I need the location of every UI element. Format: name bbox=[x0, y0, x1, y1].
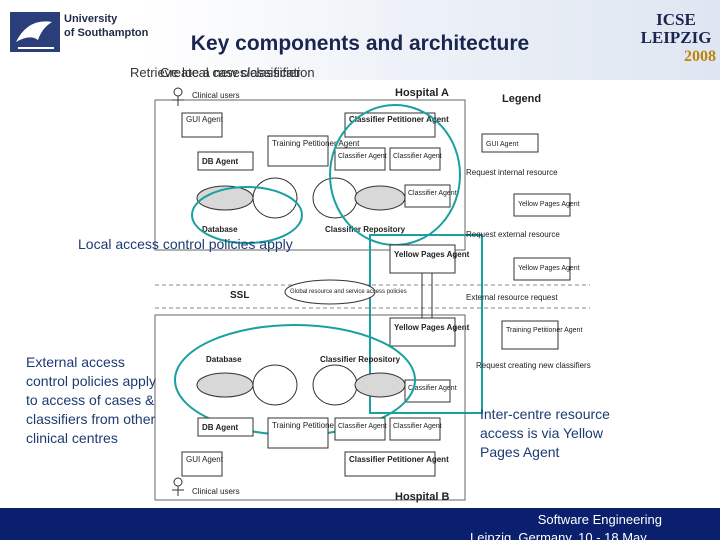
university-line1: University bbox=[64, 13, 118, 25]
footer-subtext: Leipzig, Germany, 10 - 18 May bbox=[470, 530, 647, 545]
architecture-diagram: Hospital A Clinical users GUI Agent Clas… bbox=[154, 87, 590, 503]
legend-item-7: Training Petitioner Agent bbox=[506, 327, 582, 334]
classifier-agent-b3-label: Classifier Agent bbox=[408, 385, 457, 392]
db-agent-a-box bbox=[197, 151, 254, 171]
conference-logo: ICSE LEIPZIG 2008 bbox=[636, 10, 716, 72]
university-name: University of Southampton bbox=[64, 12, 148, 40]
classifier-agent-b2-box bbox=[389, 417, 441, 441]
classifier-petitioner-b-label: Classifier Petitioner Agent bbox=[349, 455, 449, 464]
database-b-label: Database bbox=[206, 355, 242, 364]
legend-item-1: GUI Agent bbox=[486, 141, 518, 148]
ssl-label: SSL bbox=[230, 290, 249, 301]
classifier-agent-b3-box bbox=[404, 379, 451, 403]
local-data-policy-b-icon bbox=[252, 364, 298, 406]
training-petitioner-a-box bbox=[267, 135, 329, 167]
legend-item-5: Yellow Pages Agent bbox=[518, 265, 580, 272]
classifier-agent-b1-box bbox=[334, 417, 386, 441]
yellow-pages-a-box bbox=[389, 244, 456, 274]
db-agent-b-box bbox=[197, 417, 254, 437]
university-line2: of Southampton bbox=[64, 27, 149, 39]
training-petitioner-b-label: Training Petitioner Agent bbox=[272, 421, 360, 430]
conference-city: LEIPZIG bbox=[640, 28, 712, 47]
database-b-icon bbox=[196, 372, 254, 398]
clinical-users-b-icon bbox=[172, 477, 184, 496]
classifier-petitioner-b-box bbox=[344, 451, 436, 477]
legend: Legend GUI Agent Request internal resour… bbox=[466, 93, 592, 370]
classifier-agent-a2-label: Classifier Agent bbox=[393, 153, 442, 160]
highlight-ellipse-1 bbox=[191, 186, 303, 244]
caption-create: Create a new classification bbox=[160, 65, 315, 80]
db-agent-b-label: DB Agent bbox=[202, 423, 238, 432]
legend-gui-box bbox=[481, 133, 539, 153]
training-petitioner-a-label: Training Petitioner Agent bbox=[272, 139, 360, 148]
callout-external-policies: External access control policies apply t… bbox=[26, 354, 156, 446]
hospital-a-box bbox=[154, 99, 466, 251]
legend-item-6: External resource request bbox=[466, 293, 558, 302]
gui-agent-a-box bbox=[181, 112, 223, 138]
yellow-pages-a-label: Yellow Pages Agent bbox=[394, 250, 470, 259]
footer-bar bbox=[0, 508, 720, 540]
clinical-users-a-label: Clinical users bbox=[192, 91, 240, 100]
hospital-b-label: Hospital B bbox=[395, 491, 449, 503]
conference-year: 2008 bbox=[684, 48, 716, 65]
conference-name: ICSE bbox=[656, 10, 696, 29]
dolphin-logo-icon bbox=[10, 12, 60, 52]
yellow-pages-b-label: Yellow Pages Agent bbox=[394, 323, 470, 332]
classifier-agent-a1-box bbox=[334, 147, 386, 171]
page-title: Key components and architecture bbox=[190, 32, 530, 55]
clinical-users-a-icon bbox=[172, 87, 184, 106]
hospital-b-box bbox=[154, 314, 466, 501]
database-a-label: Database bbox=[202, 225, 238, 234]
gui-agent-a-label: GUI Agent bbox=[186, 115, 224, 124]
global-policies-icon bbox=[284, 279, 376, 305]
legend-item-4: Request external resource bbox=[466, 230, 560, 239]
legend-item-2: Request internal resource bbox=[466, 168, 558, 177]
classifier-repository-a-label: Classifier Repository bbox=[325, 225, 406, 234]
db-agent-a-label: DB Agent bbox=[202, 157, 238, 166]
callout-local-policies: Local access control policies apply bbox=[78, 236, 293, 252]
training-petitioner-b-box bbox=[267, 417, 329, 449]
classifier-agent-b2-label: Classifier Agent bbox=[393, 423, 442, 430]
classifier-agent-b1-label: Classifier Agent bbox=[338, 423, 387, 430]
legend-yp2-box bbox=[513, 257, 571, 281]
clinical-users-b-label: Clinical users bbox=[192, 487, 240, 496]
classifier-repository-b-label: Classifier Repository bbox=[320, 355, 401, 364]
callout-inter-centre: Inter-centre resource access is via Yell… bbox=[480, 406, 610, 460]
legend-item-3: Yellow Pages Agent bbox=[518, 201, 580, 208]
local-classifier-policy-b-icon bbox=[312, 364, 358, 406]
legend-item-8: Request creating new classifiers using d… bbox=[476, 361, 592, 370]
footer-text: Software Engineering bbox=[537, 512, 662, 527]
classifier-repository-a-icon bbox=[354, 185, 406, 211]
classifier-petitioner-a-label: Classifier Petitioner Agent bbox=[349, 115, 449, 124]
legend-yp1-box bbox=[513, 193, 571, 217]
classifier-agent-a2-box bbox=[389, 147, 441, 171]
gui-agent-b-box bbox=[181, 451, 223, 477]
hospital-a-label: Hospital A bbox=[395, 87, 449, 99]
local-classifier-policy-a-icon bbox=[312, 177, 358, 219]
legend-tp-box bbox=[501, 320, 559, 350]
classifier-agent-a3-label: Classifier Agent bbox=[408, 190, 457, 197]
caption-retrieve: Retrieve local cases/classifier bbox=[130, 65, 301, 80]
highlight-box bbox=[369, 234, 483, 414]
legend-title: Legend bbox=[502, 93, 541, 105]
yellow-pages-b-box bbox=[389, 317, 456, 347]
university-logo bbox=[8, 10, 158, 58]
classifier-repository-b-icon bbox=[354, 372, 406, 398]
global-policies-label: Global resource and service access polic… bbox=[290, 289, 407, 295]
classifier-agent-a1-label: Classifier Agent bbox=[338, 153, 387, 160]
title-band bbox=[0, 0, 720, 80]
gui-agent-b-label: GUI Agent bbox=[186, 455, 224, 464]
